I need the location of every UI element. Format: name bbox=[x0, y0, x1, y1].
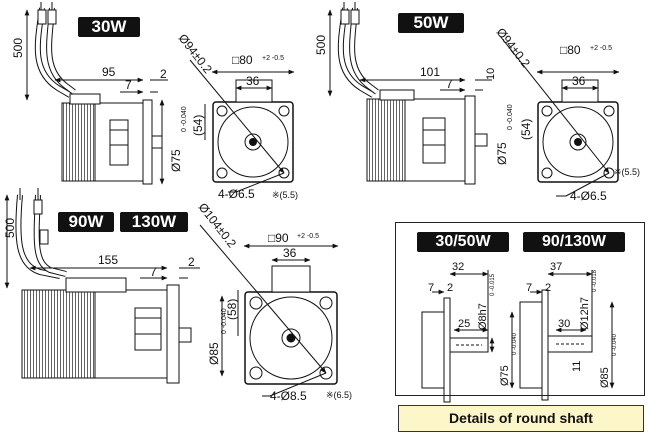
s90130-shaft-tol: 0 -0.018 bbox=[592, 269, 598, 292]
s3050-body-tol: 0 -0.040 bbox=[512, 332, 518, 355]
motor-90w-front-view bbox=[199, 224, 339, 397]
m50-body-tol: 0 -0.040 bbox=[507, 104, 514, 130]
m30-flange: 7 bbox=[125, 78, 132, 92]
s90130-shaft-dia: Ø12h7 bbox=[579, 297, 591, 330]
m90-square: □90 bbox=[268, 231, 289, 245]
m90-square-tol: +2 -0.5 bbox=[297, 233, 319, 240]
m90-body-tol: 0 -0.040 bbox=[221, 308, 228, 334]
m30-body-dia: Ø75 bbox=[169, 149, 183, 172]
m90-lead: 500 bbox=[3, 218, 17, 238]
motor-30w-front-view bbox=[189, 59, 295, 193]
s90130-gap: 11 bbox=[571, 361, 583, 372]
motor-50w-side-view bbox=[327, 2, 492, 185]
m50-flange: 7 bbox=[446, 77, 453, 91]
m50-lead: 500 bbox=[314, 35, 328, 55]
m90-length: 155 bbox=[98, 253, 118, 267]
m50-pilot: 10 bbox=[485, 68, 497, 80]
badge-130w: 130W bbox=[120, 212, 188, 232]
motor-90w-side-view bbox=[4, 188, 225, 384]
m30-length: 95 bbox=[102, 65, 116, 79]
m30-pcd: Ø94±0.2 bbox=[176, 31, 216, 76]
m30-box: 36 bbox=[246, 74, 260, 88]
m50-offset: (54) bbox=[519, 119, 533, 140]
m50-holes: 4-Ø6.5 bbox=[570, 189, 607, 203]
s3050-key: 25 bbox=[458, 318, 470, 330]
m50-box: 36 bbox=[572, 74, 586, 88]
s90130-flange: 7 bbox=[526, 282, 532, 294]
badge-shaft-90130: 90/130W bbox=[523, 232, 625, 252]
s3050-shaft-tol: 0 -0.015 bbox=[490, 273, 496, 296]
s3050-pilot: 2 bbox=[447, 282, 453, 294]
m30-square-tol: +2 -0.5 bbox=[262, 55, 284, 62]
shaft-details-panel bbox=[395, 222, 645, 396]
s90130-body-tol: 0 -0.040 bbox=[612, 333, 618, 356]
m50-holes-note: ※(5.5) bbox=[614, 167, 640, 177]
m30-holes-note: ※(5.5) bbox=[272, 190, 298, 200]
m30-body-tol: 0 -0.040 bbox=[181, 106, 188, 132]
m90-box: 36 bbox=[283, 246, 297, 260]
s3050-body-dia: Ø75 bbox=[499, 365, 511, 386]
motor-30w-side-view bbox=[24, 2, 168, 185]
m50-body-dia: Ø75 bbox=[495, 142, 509, 165]
s3050-shaft-dia: Ø8h7 bbox=[477, 303, 489, 330]
m50-pcd: Ø94±0.2 bbox=[494, 25, 534, 70]
m90-offset: (58) bbox=[225, 299, 239, 320]
m50-square: □80 bbox=[560, 43, 581, 57]
s90130-pilot: 2 bbox=[545, 282, 551, 294]
m50-length: 101 bbox=[420, 65, 440, 79]
s90130-body-dia: Ø85 bbox=[599, 367, 611, 388]
s90130-len: 37 bbox=[550, 261, 562, 273]
badge-90w: 90W bbox=[58, 212, 114, 232]
m30-lead: 500 bbox=[11, 38, 25, 58]
badge-30w: 30W bbox=[78, 17, 140, 37]
m90-flange: 7 bbox=[150, 265, 157, 279]
s90130-key: 30 bbox=[558, 318, 570, 330]
m90-holes: 4-Ø8.5 bbox=[270, 389, 307, 403]
shaft-3050-detail bbox=[421, 270, 515, 403]
s3050-flange: 7 bbox=[428, 282, 434, 294]
m30-square: □80 bbox=[232, 53, 253, 67]
m90-body-dia: Ø85 bbox=[207, 342, 221, 365]
s3050-len: 32 bbox=[452, 261, 464, 273]
motor-50w-front-view bbox=[499, 35, 620, 197]
m30-holes: 4-Ø6.5 bbox=[218, 187, 255, 201]
m90-pilot: 2 bbox=[188, 255, 195, 269]
badge-shaft-3050: 30/50W bbox=[417, 232, 509, 252]
shaft-90130-detail bbox=[519, 270, 615, 401]
badge-50w: 50W bbox=[398, 13, 464, 33]
m30-pilot: 2 bbox=[160, 67, 167, 81]
details-caption: Details of round shaft bbox=[398, 405, 644, 432]
m90-holes-note: ※(6.5) bbox=[326, 390, 352, 400]
m90-pcd: Ø104±0.2 bbox=[196, 200, 240, 250]
m50-square-tol: +2 -0.5 bbox=[590, 45, 612, 52]
m30-offset: (54) bbox=[191, 115, 205, 136]
